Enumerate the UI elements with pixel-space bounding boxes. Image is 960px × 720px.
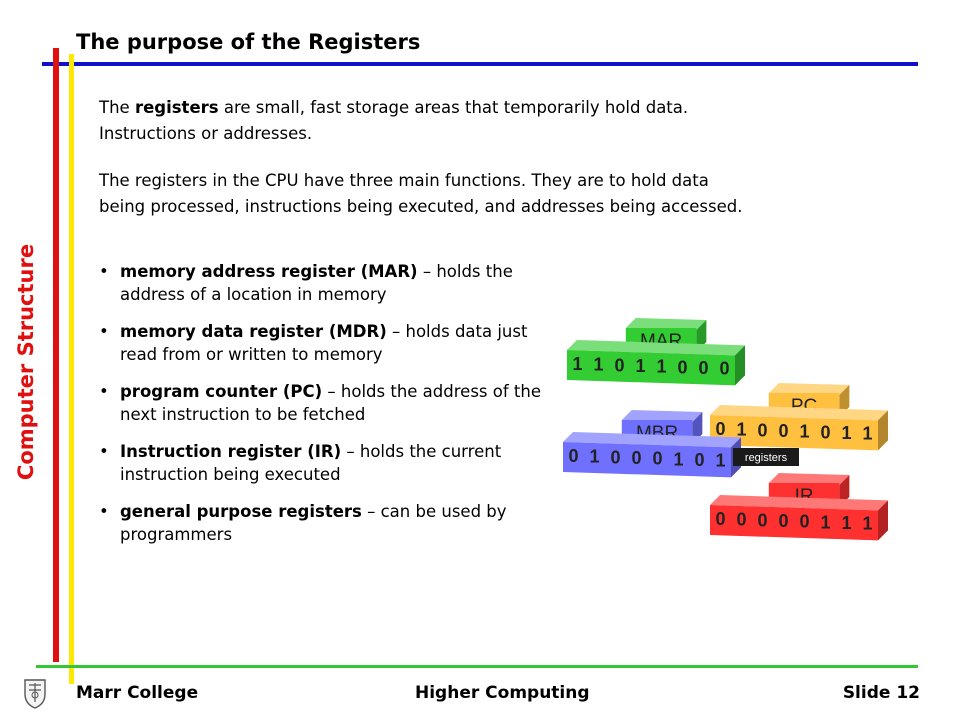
- intro-paragraph-1: The registers are small, fast storage ar…: [99, 98, 689, 143]
- register-bit: 0: [719, 359, 729, 379]
- page-title: The purpose of the Registers: [76, 30, 421, 54]
- register-bit: 1: [589, 447, 599, 467]
- register-bit: 0: [757, 510, 767, 530]
- register-bit: 0: [614, 355, 624, 375]
- register-bit: 0: [820, 422, 830, 442]
- red-side-bar: [53, 48, 59, 662]
- footer-divider: [36, 665, 918, 668]
- register-bit: 1: [862, 514, 872, 534]
- list-item: memory data register (MDR) – holds data …: [99, 320, 569, 366]
- register-bit: 1: [820, 512, 830, 532]
- register-bit: 0: [610, 447, 620, 467]
- register-bit: 0: [652, 449, 662, 469]
- register-bit: 0: [757, 420, 767, 440]
- title-underline: [42, 62, 918, 66]
- registers-term: registers: [134, 98, 219, 117]
- register-list: memory address register (MAR) – holds th…: [99, 260, 569, 560]
- register-bit: 1: [799, 422, 809, 442]
- yellow-side-bar: [69, 54, 74, 684]
- register-bit: 1: [635, 356, 645, 376]
- side-label: Computer Structure: [14, 243, 38, 481]
- register-bit: 1: [673, 449, 683, 469]
- register-bit: 1: [736, 420, 746, 440]
- tooltip-text: registers: [745, 452, 788, 464]
- register-bit: 1: [572, 354, 582, 374]
- register-bit: 0: [694, 450, 704, 470]
- register-bit: 0: [799, 512, 809, 532]
- list-item: general purpose registers – can be used …: [99, 500, 569, 546]
- register-bit: 1: [841, 423, 851, 443]
- register-bit: 0: [631, 448, 641, 468]
- footer-slide-number: Slide 12: [842, 683, 920, 703]
- register-bit: 1: [841, 513, 851, 533]
- register-bit: 1: [862, 424, 872, 444]
- register-bit: 0: [568, 446, 578, 466]
- register-bit: 0: [715, 509, 725, 529]
- register-bit: 1: [715, 451, 725, 471]
- register-bit: 0: [698, 358, 708, 378]
- register-bit: 0: [736, 510, 746, 530]
- footer-course: Higher Computing: [415, 683, 590, 703]
- register-bit: 0: [778, 511, 788, 531]
- registers-tooltip: registers: [733, 448, 799, 466]
- list-item: memory address register (MAR) – holds th…: [99, 260, 569, 306]
- list-item: Instruction register (IR) – holds the cu…: [99, 440, 569, 486]
- register-bit: 1: [593, 355, 603, 375]
- list-item: program counter (PC) – holds the address…: [99, 380, 569, 426]
- register-bit: 1: [656, 357, 666, 377]
- register-bit: 0: [677, 357, 687, 377]
- footer-college: Marr College: [76, 683, 199, 703]
- college-crest-icon: [24, 679, 46, 709]
- register-bit: 0: [778, 421, 788, 441]
- register-bit: 0: [715, 419, 725, 439]
- intro-paragraph-2: The registers in the CPU have three main…: [99, 171, 743, 216]
